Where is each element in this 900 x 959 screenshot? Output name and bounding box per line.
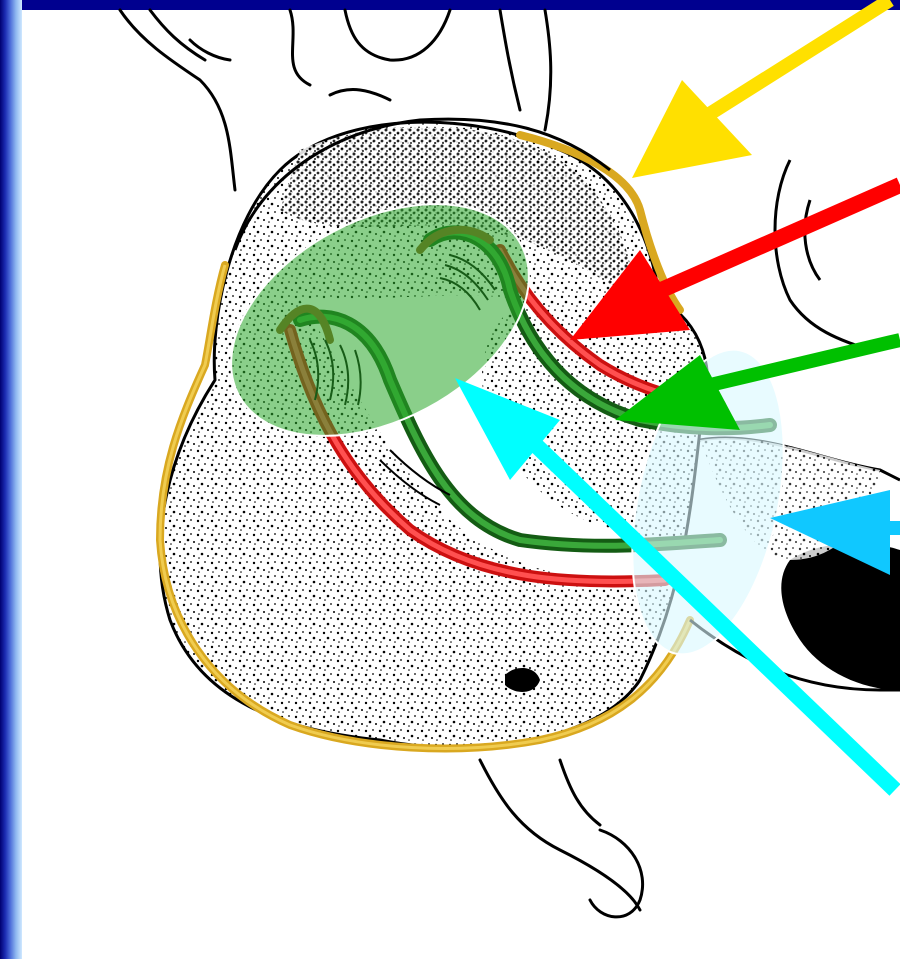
lower-stalk <box>480 760 643 917</box>
arrow-yellow <box>632 0 890 178</box>
